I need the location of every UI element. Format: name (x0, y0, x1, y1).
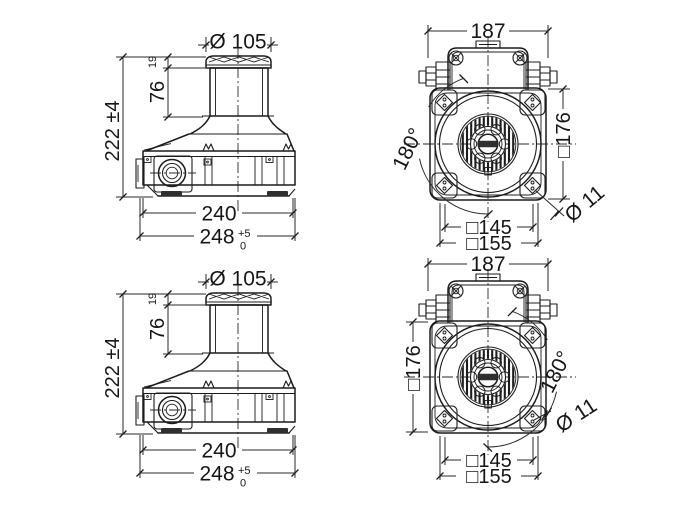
technical-drawing-svg: Ø 105 19 76 222 ±4 240 248 +5 0 (0, 0, 700, 508)
drawing-background (0, 0, 700, 508)
technical-drawing-page: Ø 105 19 76 222 ±4 240 248 +5 0 (0, 0, 700, 508)
